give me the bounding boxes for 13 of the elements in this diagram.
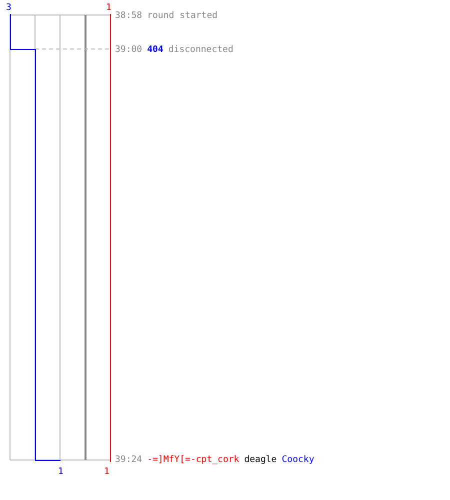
count-value: 1: [58, 467, 64, 477]
count-value: 1: [106, 3, 112, 13]
count-value: 3: [6, 3, 12, 13]
timestamp: 38:58: [115, 11, 142, 21]
count-value: 1: [104, 467, 110, 477]
player-name: -=]MfY[=-cpt_cork: [147, 455, 240, 465]
event-text: round started: [147, 11, 218, 21]
event-text: disconnected: [168, 45, 234, 55]
timestamp: 39:24: [115, 455, 142, 465]
weapon-name: deagle: [244, 455, 277, 465]
timestamp: 39:00: [115, 45, 142, 55]
player-name: Coocky: [282, 455, 314, 465]
player-name: 404: [147, 45, 164, 55]
